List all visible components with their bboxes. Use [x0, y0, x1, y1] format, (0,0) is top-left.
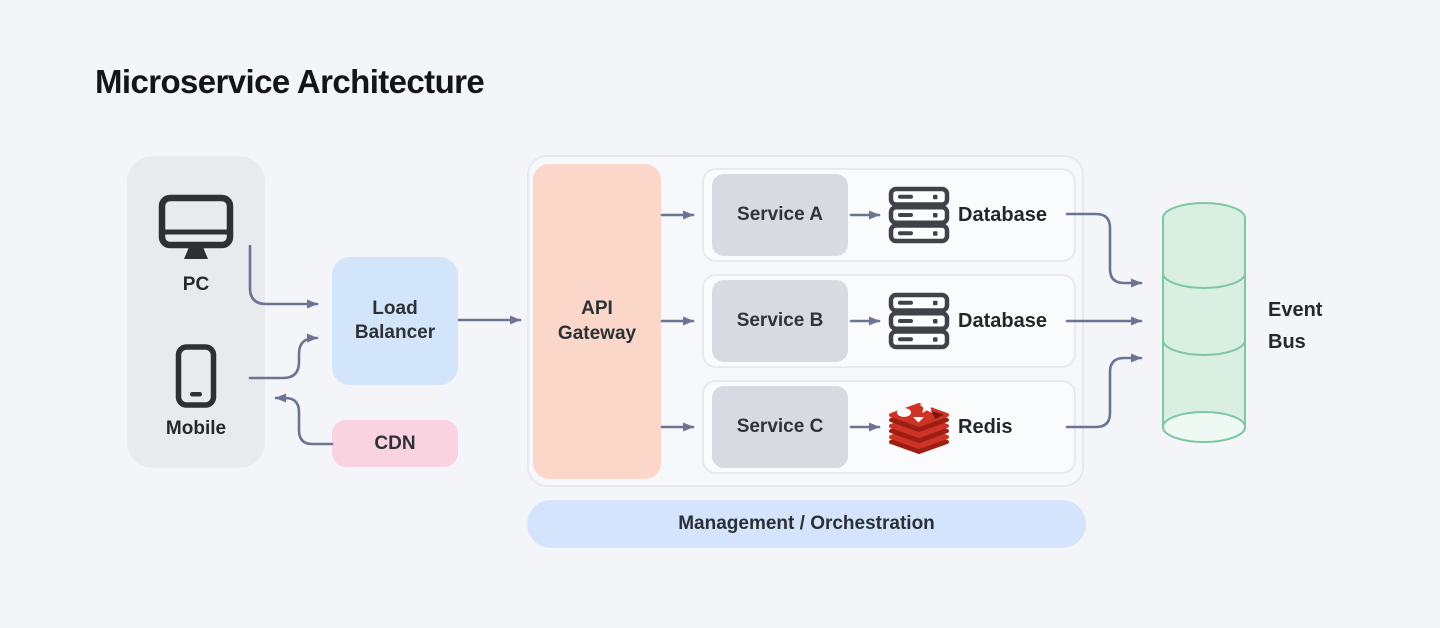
client-pc: PC [127, 194, 265, 296]
service-c-label: Service C [736, 416, 824, 437]
page-title: Microservice Architecture [95, 63, 485, 100]
server-stack-icon [888, 186, 950, 244]
service-c-box: Service C [712, 386, 848, 468]
service-row-c: Service C Redis [702, 380, 1076, 474]
load-balancer-node: Load Balancer [332, 257, 458, 385]
cdn-node: CDN [332, 420, 458, 467]
event-bus-label: Event Bus [1268, 299, 1323, 353]
management-orchestration-bar: Management / Orchestration [527, 500, 1086, 548]
client-mobile: Mobile [127, 344, 265, 440]
service-a-box: Service A [712, 174, 848, 256]
api-gateway-node: API Gateway [533, 164, 661, 479]
service-b-label: Service B [736, 310, 824, 331]
service-b-box: Service B [712, 280, 848, 362]
service-row-a: Service A Database [702, 168, 1076, 262]
redis-label: Redis [958, 415, 1013, 438]
database-label: Database [958, 203, 1047, 226]
smartphone-icon [175, 344, 217, 408]
server-stack-icon [888, 292, 950, 350]
desktop-icon [158, 194, 234, 259]
service-a-label: Service A [737, 204, 823, 225]
client-pc-label: PC [182, 274, 210, 295]
redis-icon [889, 399, 949, 454]
client-group-box: PC Mobile [127, 156, 265, 468]
arrow-cdn-to-mobile [274, 393, 334, 446]
management-label: Management / Orchestration [678, 513, 935, 534]
api-gateway-label: API Gateway [557, 297, 637, 344]
database-label: Database [958, 309, 1047, 332]
load-balancer-label: Load Balancer [354, 298, 436, 343]
event-bus-cylinder [1162, 202, 1246, 443]
client-mobile-label: Mobile [165, 418, 227, 439]
service-row-b: Service B Database [702, 274, 1076, 368]
cdn-label: CDN [374, 432, 416, 454]
